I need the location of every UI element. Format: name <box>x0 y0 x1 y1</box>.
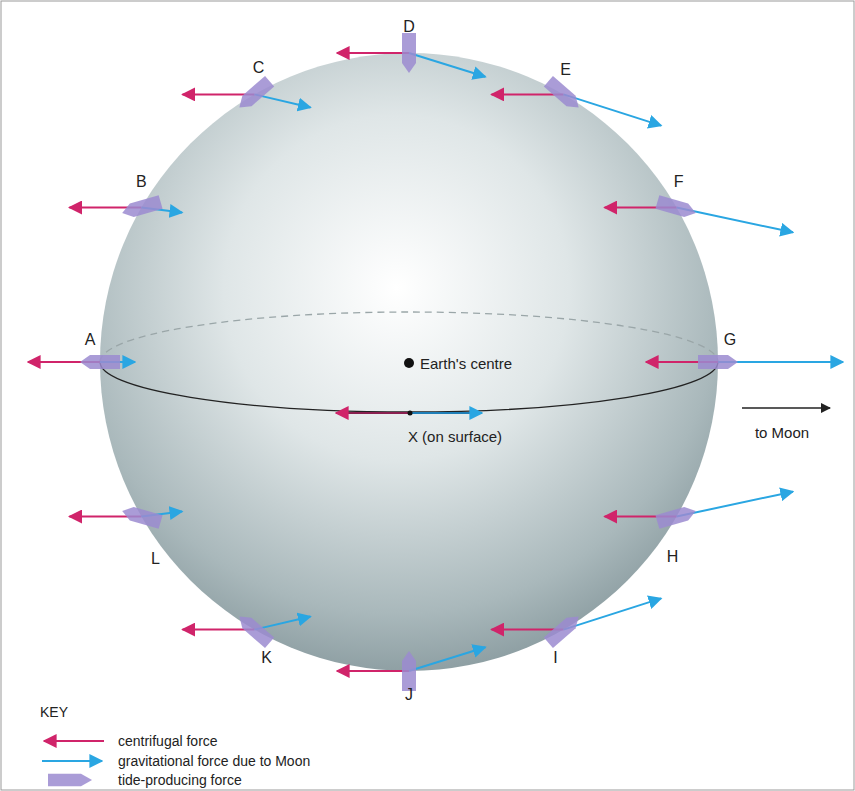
tide-arrow <box>120 195 162 220</box>
tide-arrow <box>235 611 274 648</box>
tide-arrow <box>235 76 274 113</box>
tide-arrow <box>80 355 120 369</box>
centrifugal-arrow <box>337 52 409 54</box>
legend-item: centrifugal force <box>40 732 218 750</box>
point-letter: H <box>667 548 679 566</box>
point-letter: D <box>403 18 415 36</box>
point-letter: B <box>136 173 147 191</box>
equator-front <box>100 362 718 412</box>
tide-arrow <box>698 355 738 369</box>
legend-title: KEY <box>40 704 68 720</box>
legend-arrow <box>42 760 102 762</box>
legend-arrow <box>44 740 104 742</box>
point-letter: C <box>253 60 265 78</box>
point-letter: E <box>560 62 571 80</box>
force-arrows <box>28 33 843 691</box>
point-letter: I <box>553 649 557 667</box>
legend-item: tide-producing force <box>40 771 242 789</box>
legend-text: gravitational force due to Moon <box>118 753 310 769</box>
point-letter: L <box>151 550 160 568</box>
centrifugal-arrow <box>337 670 409 672</box>
gravity-arrow <box>409 647 485 671</box>
tide-arrow <box>544 611 583 648</box>
gravity-arrow <box>564 94 662 125</box>
gravity-arrow <box>564 598 662 629</box>
legend-text: tide-producing force <box>118 772 242 788</box>
surface-point <box>408 411 413 416</box>
tide-arrow <box>402 33 416 73</box>
legend-text: centrifugal force <box>118 733 218 749</box>
tide-arrow <box>120 504 162 529</box>
equator-back <box>100 312 718 362</box>
point-letter: J <box>405 686 413 704</box>
point-letter: G <box>724 331 736 349</box>
tide-arrow <box>544 76 583 113</box>
point-letter: A <box>85 331 96 349</box>
centrifugal-arrow <box>336 412 410 414</box>
centre-label: Earth's centre <box>420 356 512 373</box>
point-letter: K <box>261 649 272 667</box>
legend-sample <box>40 772 106 788</box>
tide-arrow <box>655 195 697 220</box>
earth-sphere <box>100 53 718 671</box>
point-letter: F <box>674 173 684 191</box>
tide-arrow <box>655 504 697 529</box>
legend-item: gravitational force due to Moon <box>40 752 310 770</box>
legend-sample <box>40 753 106 769</box>
surface-point-label: X (on surface) <box>408 429 502 446</box>
legend-block-arrow <box>48 774 92 787</box>
moon-direction-arrow <box>742 407 830 409</box>
direction-label: to Moon <box>755 425 809 442</box>
gravity-arrow <box>410 412 482 414</box>
centre-dot <box>404 358 414 368</box>
tide-arrow <box>402 651 416 691</box>
legend-sample <box>40 733 106 749</box>
gravity-arrow <box>409 53 485 77</box>
